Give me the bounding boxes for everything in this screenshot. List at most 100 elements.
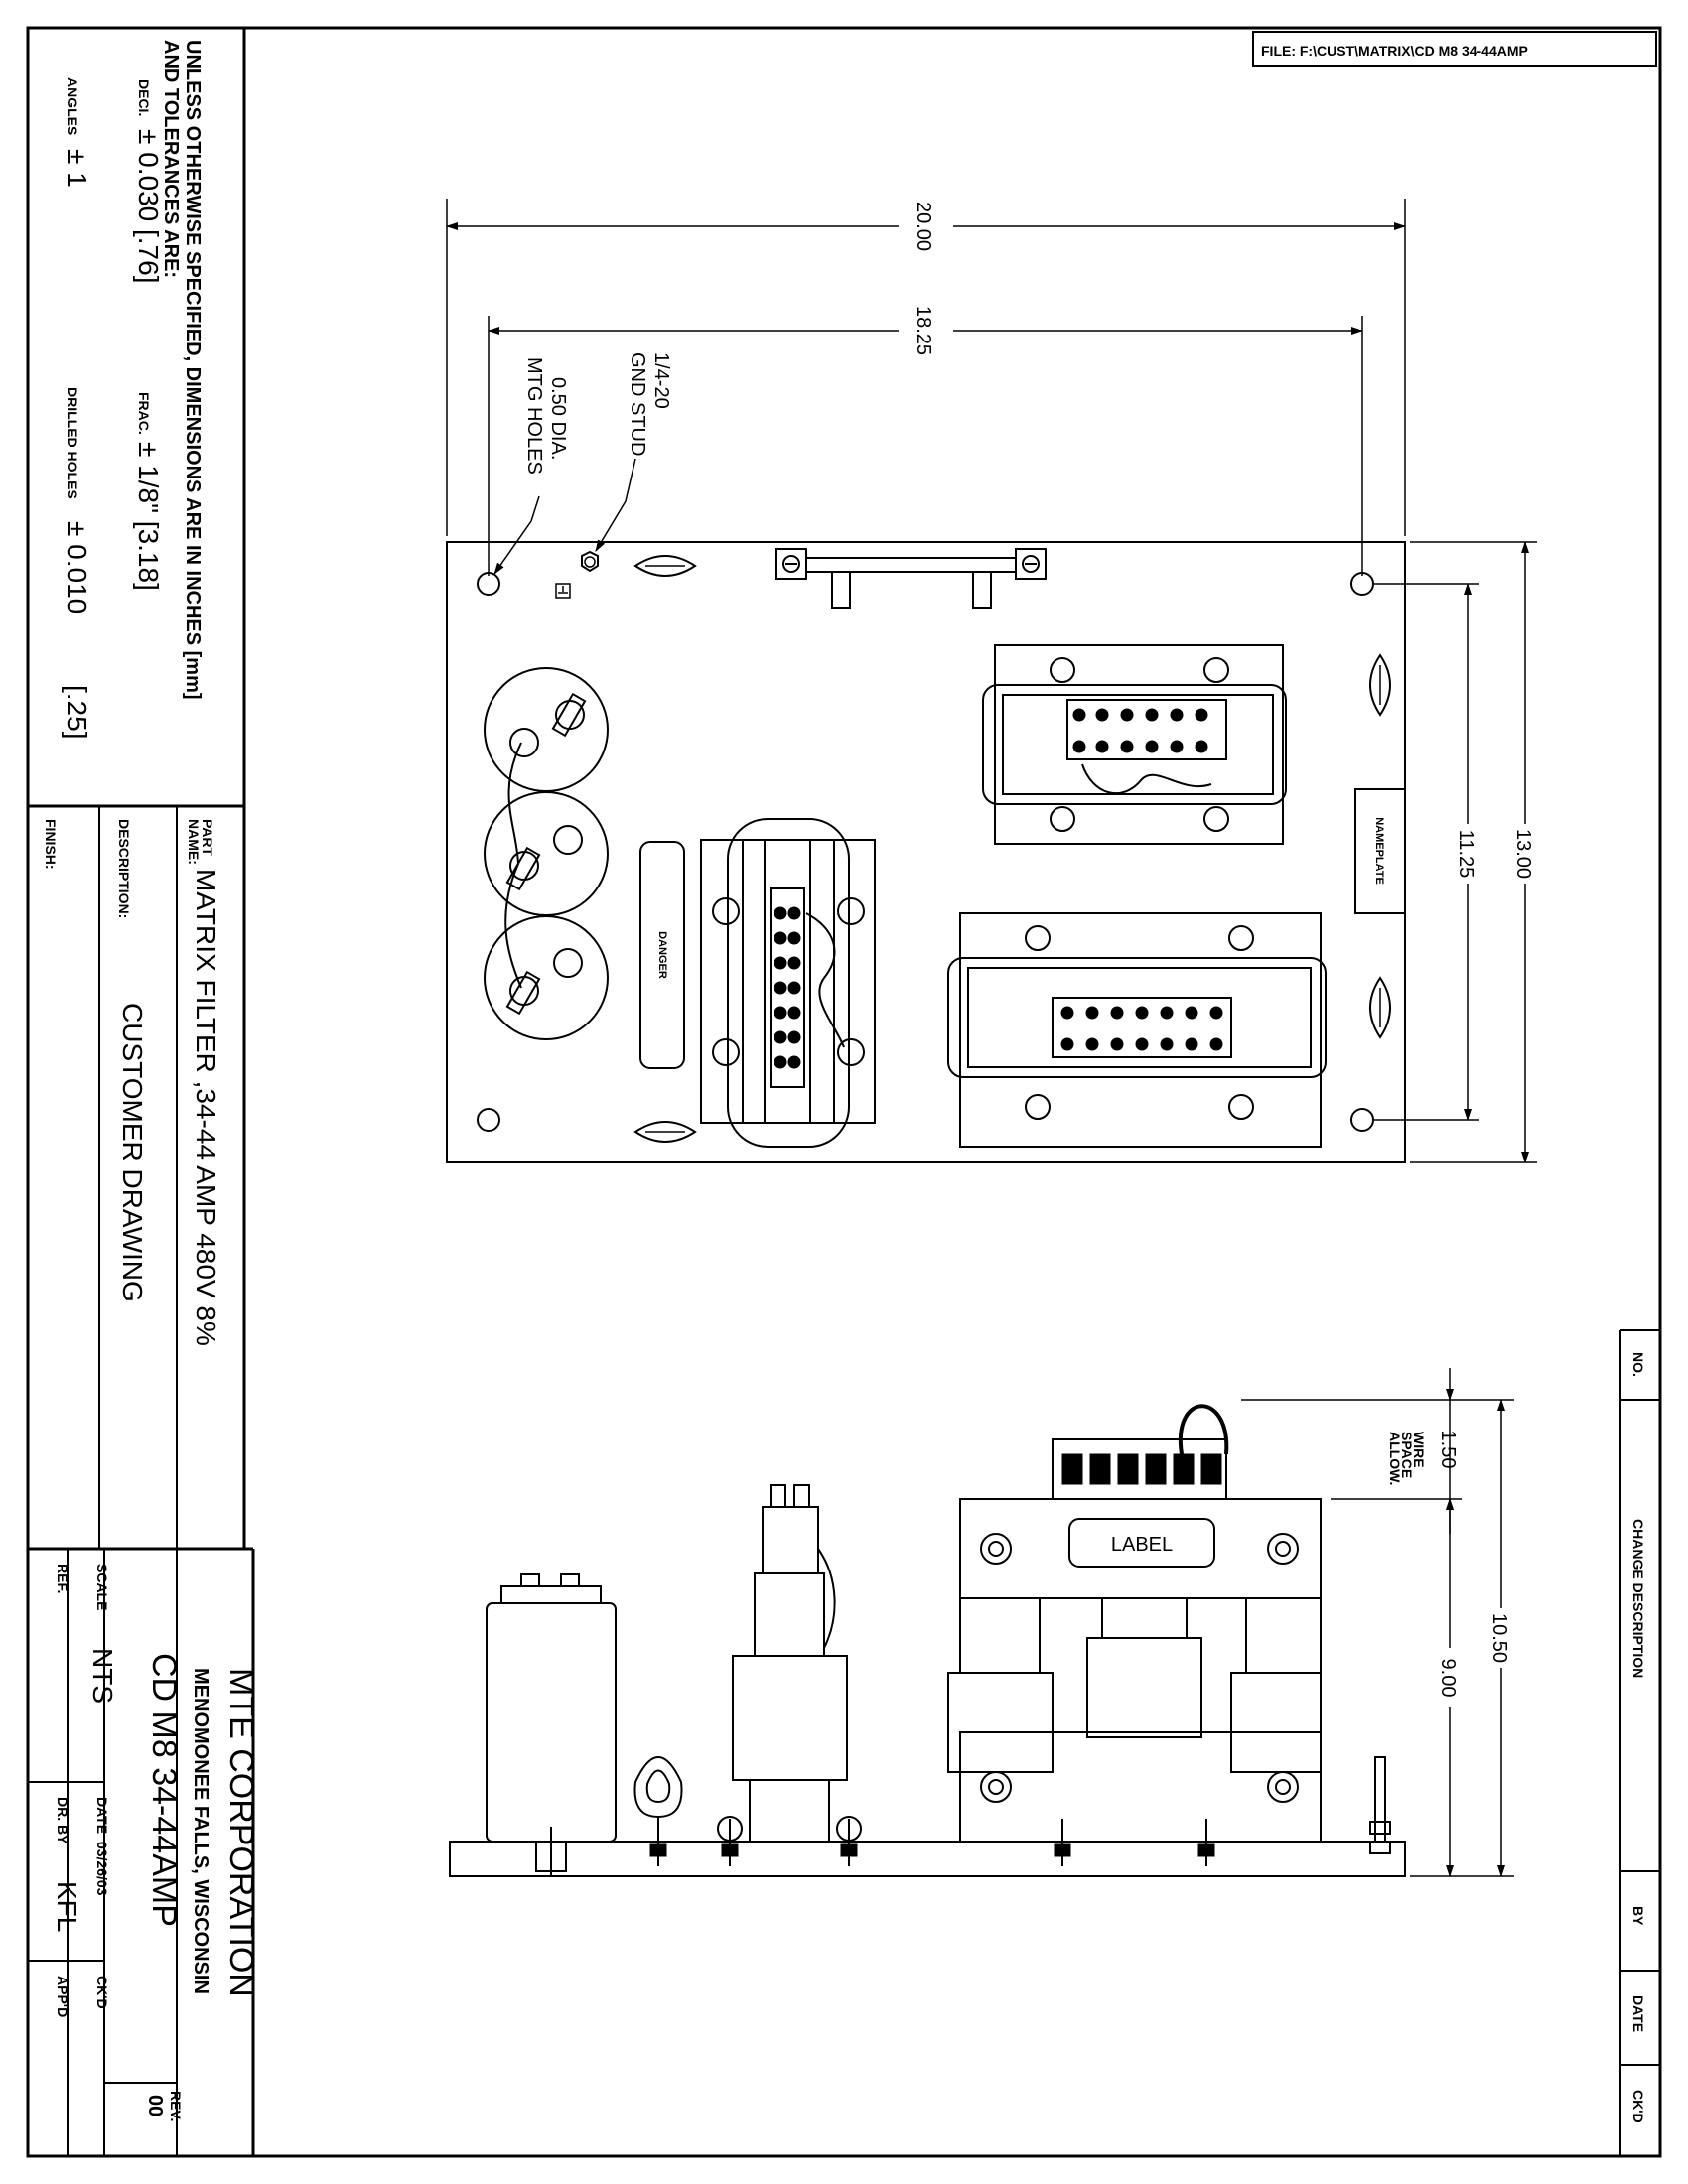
drilled-holes-mm: [.25] [62, 685, 92, 739]
svg-text:1.50: 1.50 [1437, 1431, 1459, 1469]
svg-text:0.50 DIA.: 0.50 DIA. [547, 377, 569, 460]
angles-tolerance: ± 1 [62, 149, 92, 188]
revision: 00 [144, 2095, 166, 2116]
capacitor [484, 915, 609, 1040]
title-strip: UNLESS OTHERWISE SPECIFIED, DIMENSIONS A… [28, 28, 260, 2156]
svg-text:WIRE: WIRE [1411, 1432, 1427, 1468]
frac-label: FRAC. [136, 392, 152, 435]
company-name: MTE CORPORATION [222, 1668, 260, 1997]
mounting-hole [477, 1108, 500, 1132]
dimension-side-overall: 10.50 [1241, 1399, 1514, 1877]
base-bolt [721, 1819, 739, 1866]
side-terminal-block [1052, 1404, 1229, 1500]
top-view: DANGER [446, 199, 1537, 1163]
rev-date-header: DATE [1630, 1995, 1646, 2032]
sheet-border [26, 26, 1662, 2158]
tolerance-line-2: AND TOLERANCES ARE: [160, 40, 182, 278]
nameplate: NAMEPLATE [1354, 788, 1406, 914]
lifting-slot [633, 1121, 697, 1143]
svg-text:11.25: 11.25 [1455, 830, 1477, 879]
side-base-plate [449, 1841, 1406, 1877]
dimension-hole-width: 18.25 [488, 306, 1363, 576]
dimension-hole-height: 11.25 [1374, 583, 1479, 1121]
company-location: MENOMONEE FALLS, WISCONSIN [190, 1668, 211, 1994]
lifting-slot [1369, 653, 1391, 717]
part-name-label-1: PART [200, 819, 215, 857]
ref-label: REF. [55, 1564, 70, 1593]
svg-text:18.25: 18.25 [913, 306, 934, 355]
checked-label: CK'D [94, 1976, 110, 2009]
mounting-hole [1350, 1108, 1374, 1132]
mounting-hole [1350, 572, 1374, 596]
capacitor-side [486, 1573, 617, 1876]
lifting-slot [633, 555, 697, 577]
svg-text:20.00: 20.00 [913, 202, 934, 251]
revision-block: NO. CHANGE DESCRIPTION BY DATE CK'D [1619, 1329, 1660, 2156]
finish-label: FINISH: [43, 819, 59, 870]
date: 03/26/03 [94, 1842, 110, 1896]
deci-tolerance: ± 0.030 [.76] [133, 129, 164, 283]
dimension-overall-height: 13.00 [1410, 541, 1537, 1163]
side-label-text: LABEL [1111, 1534, 1173, 1556]
gnd-stud-callout: 1/4-20 GND STUD [595, 352, 672, 552]
reactor-small [700, 818, 876, 1148]
svg-text:13.00: 13.00 [1512, 829, 1534, 879]
tolerance-line-1: UNLESS OTHERWISE SPECIFIED, DIMENSIONS A… [182, 40, 204, 700]
frac-tolerance: ± 1/8" [3.18] [133, 442, 164, 591]
drilled-holes-tolerance: ± 0.010 [62, 521, 92, 614]
deci-label: DECI. [136, 79, 152, 116]
base-bolt [840, 1819, 858, 1866]
side-view: LABEL [449, 1368, 1514, 1877]
drawn-by: KFL [52, 1881, 82, 1932]
lifting-eye [633, 1756, 683, 1842]
drilled-holes-label: DRILLED HOLES [65, 387, 80, 499]
drawn-by-label: DR. BY [55, 1797, 70, 1844]
description-label: DESCRIPTION: [116, 819, 132, 918]
mounting-plate [446, 541, 1406, 1163]
reactor-large-side: LABEL [947, 1404, 1322, 1843]
svg-text:NAMEPLATE: NAMEPLATE [1373, 817, 1385, 885]
dimension-wire-space: 1.50 WIRE SPACE ALLOW. [1387, 1368, 1459, 1534]
lifting-slot [1369, 976, 1391, 1039]
rev-checked-header: CK'D [1630, 2090, 1646, 2123]
reactor-upper [982, 644, 1287, 845]
dimension-overall-width: 20.00 [446, 199, 1406, 536]
part-name-label-2: NAME: [186, 819, 202, 865]
base-bolt [649, 1832, 667, 1866]
description: CUSTOMER DRAWING [117, 1003, 148, 1302]
mtg-holes-callout: 0.50 DIA. MTG HOLES [493, 357, 569, 575]
dimension-side-body: 9.00 [1331, 1498, 1462, 1877]
side-label [1068, 1518, 1215, 1568]
file-reference: FILE: F:\CUST\MATRIX\CD M8 34-44AMP [1261, 43, 1528, 59]
capacitor [484, 791, 609, 916]
svg-text:SPACE: SPACE [1399, 1432, 1415, 1478]
svg-text:10.50: 10.50 [1488, 1613, 1510, 1663]
svg-text:ALLOW.: ALLOW. [1387, 1432, 1403, 1485]
capacitor [484, 667, 609, 792]
approved-label: APP'D [55, 1976, 70, 2017]
svg-text:GND STUD: GND STUD [627, 352, 648, 456]
svg-text:1/4-20: 1/4-20 [650, 352, 672, 409]
ground-stud-side [1369, 1756, 1391, 1854]
rev-label: REV. [168, 2091, 184, 2121]
svg-text:MTG HOLES: MTG HOLES [523, 357, 545, 475]
mounting-hole [477, 572, 500, 596]
drawing-number: CD M8 34-44AMP [145, 1653, 183, 1927]
scale-label: SCALE [94, 1564, 110, 1610]
angles-label: ANGLES [65, 77, 80, 135]
handle [775, 548, 1047, 609]
date-label: DATE [94, 1797, 110, 1834]
base-bolt [1054, 1819, 1071, 1866]
scale: NTS [87, 1648, 118, 1704]
base-bolt [1197, 1819, 1215, 1866]
danger-label: DANGER [639, 841, 685, 1069]
ground-stud [555, 550, 599, 599]
rev-no-header: NO. [1630, 1352, 1646, 1377]
change-description-header: CHANGE DESCRIPTION [1630, 1519, 1646, 1678]
file-reference-box: FILE: F:\CUST\MATRIX\CD M8 34-44AMP [1252, 31, 1657, 67]
svg-text:9.00: 9.00 [1437, 1659, 1459, 1698]
rev-by-header: BY [1630, 1906, 1646, 1926]
terminal-block [770, 887, 805, 1088]
reactor-small-side [717, 1484, 862, 1843]
